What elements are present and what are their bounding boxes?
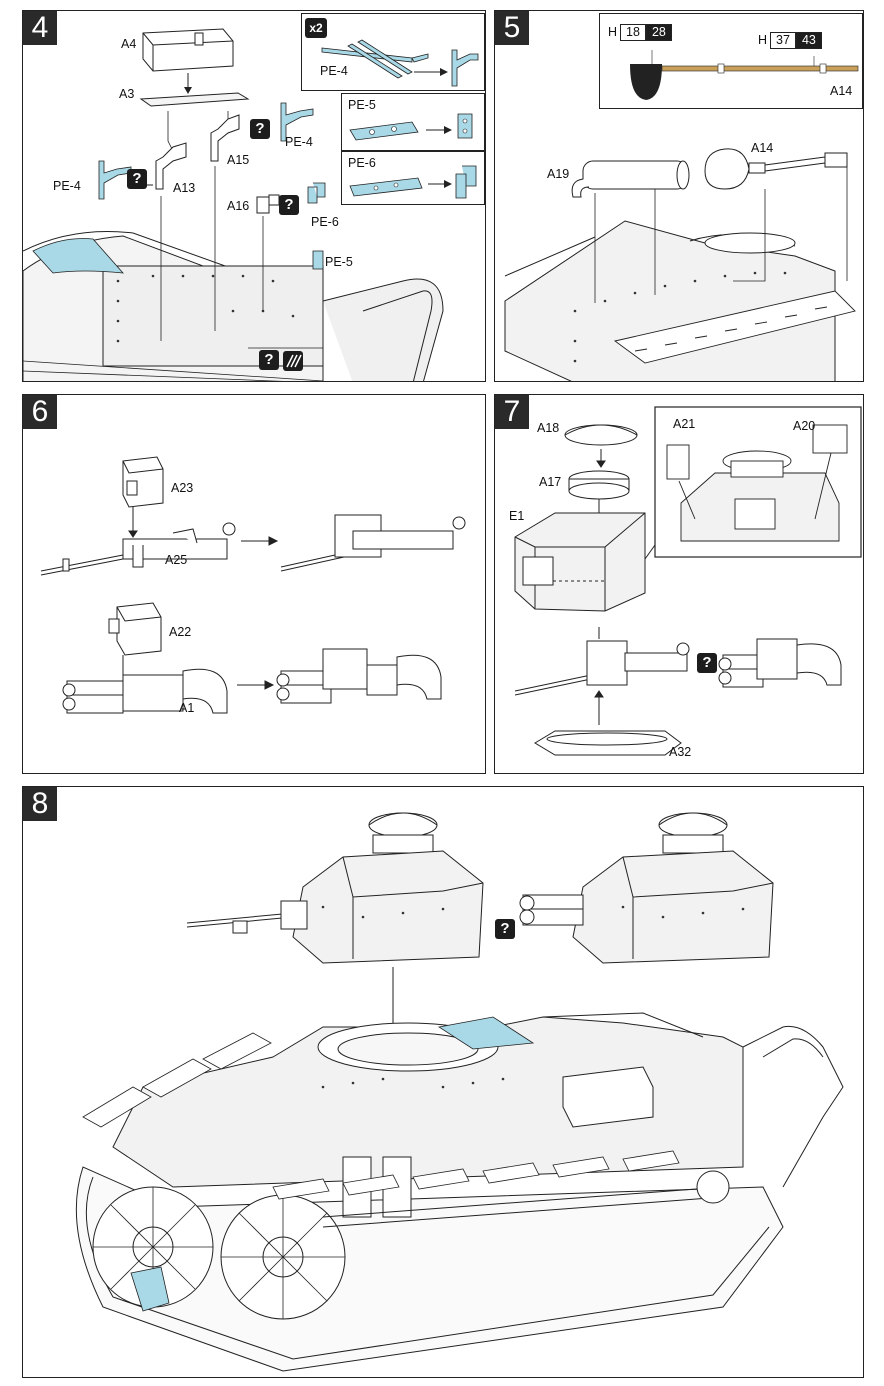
step-7-panel: 7 (494, 394, 864, 774)
pe5-fold-drawing (349, 113, 473, 141)
part-label-a22: A22 (169, 625, 192, 639)
part-label-a15: A15 (227, 153, 250, 167)
part-label-e1: E1 (509, 509, 525, 523)
part-label-a13: A13 (173, 181, 196, 195)
inset-pe5-label: PE-5 (348, 98, 376, 112)
step-6-drawing (40, 456, 466, 714)
question-badge: ? (250, 119, 270, 139)
part-label-a17: A17 (539, 475, 562, 489)
part-label-a32: A32 (669, 745, 692, 759)
part-label-a14-top: A14 (830, 84, 853, 98)
inset-pe5: PE-5 (341, 93, 485, 151)
step-7-drawing (514, 406, 862, 756)
part-label-pe6: PE-6 (311, 215, 339, 229)
quantity-badge: x2 (305, 18, 327, 38)
part-label-a21: A21 (673, 417, 696, 431)
inset-pe6-label: PE-6 (348, 156, 376, 170)
step-number: 7 (495, 395, 529, 429)
pe4-fold-drawing (321, 39, 479, 87)
part-label-a20: A20 (793, 419, 816, 433)
part-label-a14: A14 (751, 141, 774, 155)
inset-pe6: PE-6 (341, 151, 485, 205)
question-badge: ? (495, 919, 515, 939)
step-8-drawing (75, 812, 844, 1372)
part-label-a16: A16 (227, 199, 250, 213)
question-badge: ? (259, 350, 279, 370)
part-label-pe5: PE-5 (325, 255, 353, 269)
part-label-a4: A4 (121, 37, 137, 51)
part-label-a25: A25 (165, 553, 188, 567)
inset-pe4-label: PE-4 (320, 64, 348, 78)
step-number: 8 (23, 787, 57, 821)
step-number: 5 (495, 11, 529, 45)
part-label-a19: A19 (547, 167, 570, 181)
part-label-a18: A18 (537, 421, 560, 435)
shovel-drawing (630, 50, 859, 100)
question-badge: ? (279, 195, 299, 215)
step-6-panel: 6 (22, 394, 486, 774)
step-number: 4 (23, 11, 57, 45)
part-label-a3: A3 (119, 87, 135, 101)
question-badge: ? (697, 653, 717, 673)
part-label-a23: A23 (171, 481, 194, 495)
part-label-pe4-left: PE-4 (53, 179, 81, 193)
part-label-a1: A1 (179, 701, 195, 715)
inset-pe4: x2 PE-4 (301, 13, 485, 91)
step-4-drawing (23, 28, 444, 381)
step-number: 6 (23, 395, 57, 429)
pe6-fold-drawing (349, 165, 477, 199)
step-8-panel: 8 (22, 786, 864, 1378)
step-5-drawing (504, 148, 856, 381)
step-4-panel: 4 (22, 10, 486, 382)
part-label-pe4-right: PE-4 (285, 135, 313, 149)
question-badge: ? (127, 169, 147, 189)
